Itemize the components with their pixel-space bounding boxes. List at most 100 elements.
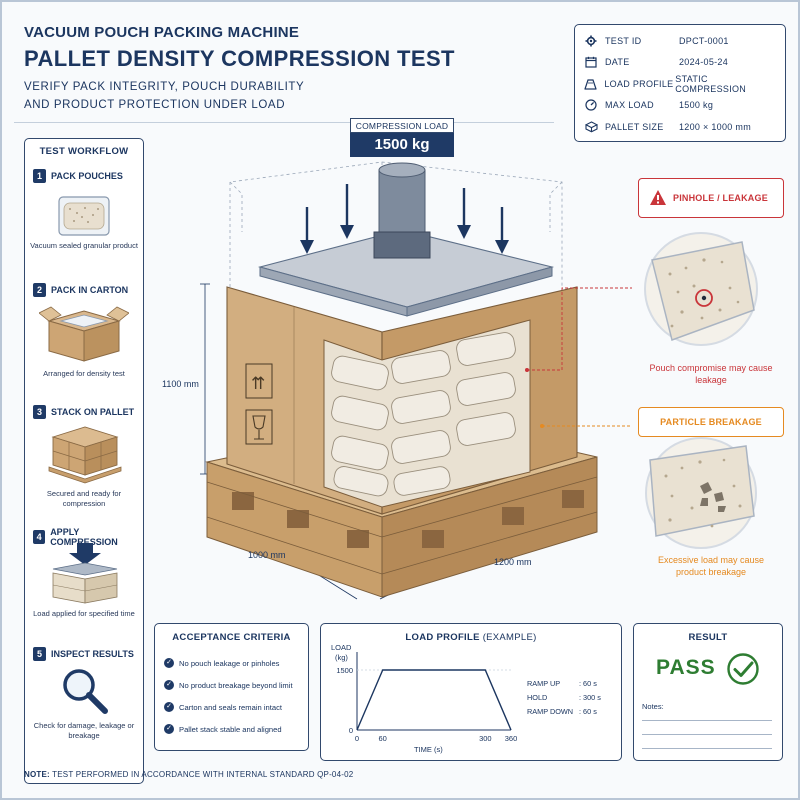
criteria-item: ✓Carton and seals remain intact bbox=[164, 702, 282, 712]
step-number: 1 bbox=[33, 169, 46, 183]
info-label: TEST ID bbox=[605, 35, 642, 46]
svg-text:⇈: ⇈ bbox=[251, 374, 265, 394]
param-value: : 300 s bbox=[579, 693, 601, 702]
workflow-step-3: 3 STACK ON PALLET bbox=[33, 405, 134, 419]
check-icon: ✓ bbox=[164, 658, 174, 668]
height-dimension: 1100 mm bbox=[162, 379, 199, 389]
result-status: PASS bbox=[656, 656, 716, 679]
step-caption: Secured and ready for compression bbox=[46, 489, 122, 508]
info-value: 1200 × 1000 mm bbox=[679, 121, 751, 132]
y-tick-label: 0 bbox=[349, 726, 353, 735]
step-label: PACK IN CARTON bbox=[51, 285, 129, 295]
workflow-title: TEST WORKFLOW bbox=[39, 146, 129, 157]
pinhole-detail bbox=[644, 232, 758, 346]
info-label: DATE bbox=[605, 57, 630, 68]
x-tick-label: 60 bbox=[378, 734, 386, 743]
step-caption: Arranged for density test bbox=[43, 369, 125, 378]
pinhole-title: PINHOLE / LEAKAGE bbox=[673, 193, 768, 203]
param-label: HOLD bbox=[527, 693, 547, 702]
param-value: : 60 s bbox=[579, 707, 597, 716]
notes-line bbox=[642, 734, 772, 735]
x-tick-label: 0 bbox=[355, 734, 359, 743]
chart-xlabel: TIME (s) bbox=[414, 745, 443, 754]
page-title: PALLET DENSITY COMPRESSION TEST bbox=[24, 46, 455, 71]
acceptance-criteria-panel: ACCEPTANCE CRITERIA ✓No pouch leakage or… bbox=[154, 623, 309, 751]
carton-illustration bbox=[39, 306, 129, 362]
step-caption: Vacuum sealed granular product bbox=[30, 241, 138, 250]
x-tick-label: 360 bbox=[505, 734, 518, 743]
width-dimension: 1200 mm bbox=[494, 557, 532, 567]
info-label: LOAD PROFILE bbox=[604, 78, 674, 89]
warning-icon bbox=[650, 190, 666, 205]
info-row-load-profile: LOAD PROFILE STATIC COMPRESSION bbox=[583, 73, 777, 95]
info-value: STATIC COMPRESSION bbox=[675, 73, 747, 94]
breakage-detail bbox=[645, 437, 757, 549]
workflow-step-2: 2 PACK IN CARTON bbox=[33, 283, 128, 297]
pass-check-icon bbox=[727, 653, 759, 685]
info-row-test-id: TEST ID DPCT-0001 bbox=[583, 30, 777, 52]
step-number: 4 bbox=[33, 530, 46, 544]
pallet-compression-diagram: ⇈ bbox=[200, 161, 632, 600]
workflow-step-5: 5 INSPECT RESULTS bbox=[33, 647, 134, 661]
step-label: PACK POUCHES bbox=[51, 171, 123, 181]
compression-load-label: COMPRESSION LOAD 1500 kg bbox=[350, 118, 454, 160]
check-icon: ✓ bbox=[164, 724, 174, 734]
gear-icon bbox=[583, 34, 599, 48]
step-label: APPLY COMPRESSION bbox=[50, 527, 118, 547]
step-number: 2 bbox=[33, 283, 46, 297]
chart-yunit: (kg) bbox=[335, 653, 348, 662]
calendar-icon bbox=[583, 55, 599, 69]
info-row-max-load: MAX LOAD 1500 kg bbox=[583, 95, 777, 117]
header-kicker: VACUUM POUCH PACKING MACHINE bbox=[24, 24, 300, 41]
step-number: 3 bbox=[33, 405, 46, 419]
acceptance-title: ACCEPTANCE CRITERIA bbox=[172, 632, 291, 643]
info-value: 1500 kg bbox=[679, 100, 714, 111]
header-divider bbox=[14, 122, 554, 123]
check-icon: ✓ bbox=[164, 702, 174, 712]
result-title: RESULT bbox=[688, 632, 728, 643]
compression-load-value: 1500 kg bbox=[350, 133, 454, 157]
pallet-stack-illustration bbox=[48, 426, 122, 484]
vacuum-pouch-illustration bbox=[58, 196, 110, 236]
workflow-panel: TEST WORKFLOW 1 PACK POUCHES Vacuum seal… bbox=[24, 138, 144, 784]
depth-dimension: 1000 mm bbox=[248, 550, 286, 560]
criteria-item: ✓No product breakage beyond limit bbox=[164, 680, 293, 690]
compression-illustration bbox=[52, 543, 118, 604]
magnifier-icon bbox=[63, 669, 108, 714]
test-info-panel: TEST ID DPCT-0001 DATE 2024-05-24 LOAD P… bbox=[574, 24, 786, 142]
compression-load-title: COMPRESSION LOAD bbox=[350, 118, 454, 133]
info-label: PALLET SIZE bbox=[605, 121, 664, 132]
pinhole-callout: PINHOLE / LEAKAGE bbox=[638, 178, 784, 218]
param-value: : 60 s bbox=[579, 679, 597, 688]
page-subtitle: VERIFY PACK INTEGRITY, POUCH DURABILITY … bbox=[24, 81, 305, 111]
notes-line bbox=[642, 720, 772, 721]
x-tick-label: 300 bbox=[479, 734, 492, 743]
workflow-step-1: 1 PACK POUCHES bbox=[33, 169, 123, 183]
breakage-callout: PARTICLE BREAKAGE bbox=[638, 407, 784, 437]
check-icon: ✓ bbox=[164, 680, 174, 690]
load-profile-icon bbox=[583, 77, 598, 91]
load-profile-panel: LOAD PROFILE (EXAMPLE) LOAD (kg) TIME (s… bbox=[320, 623, 622, 761]
load-profile-chart: LOAD (kg) TIME (s) 0 60 300 360 0 1500 RAMP U… bbox=[331, 643, 601, 754]
info-value: DPCT-0001 bbox=[679, 35, 729, 46]
step-label: STACK ON PALLET bbox=[51, 407, 135, 417]
notes-line bbox=[642, 748, 772, 749]
criteria-item: ✓No pouch leakage or pinholes bbox=[164, 658, 279, 668]
param-label: RAMP DOWN bbox=[527, 707, 573, 716]
load-profile-title: LOAD PROFILE (EXAMPLE) bbox=[405, 632, 537, 643]
workflow-step-4: 4 APPLY COMPRESSION bbox=[33, 527, 143, 547]
step-number: 5 bbox=[33, 647, 46, 661]
info-value: 2024-05-24 bbox=[679, 57, 729, 68]
y-tick-label: 1500 bbox=[336, 666, 353, 675]
pinhole-caption: Pouch compromise may cause leakage bbox=[649, 363, 773, 385]
step-caption: Load applied for specified time bbox=[33, 609, 135, 618]
breakage-title: PARTICLE BREAKAGE bbox=[660, 417, 762, 427]
step-caption: Check for damage, leakage or breakage bbox=[33, 721, 135, 740]
notes-label: Notes: bbox=[642, 702, 664, 711]
param-label: RAMP UP bbox=[527, 679, 560, 688]
chart-ylabel: LOAD bbox=[331, 643, 352, 652]
result-panel: RESULT PASS Notes: bbox=[633, 623, 783, 761]
gauge-icon bbox=[583, 98, 599, 112]
info-row-pallet-size: PALLET SIZE 1200 × 1000 mm bbox=[583, 116, 777, 138]
